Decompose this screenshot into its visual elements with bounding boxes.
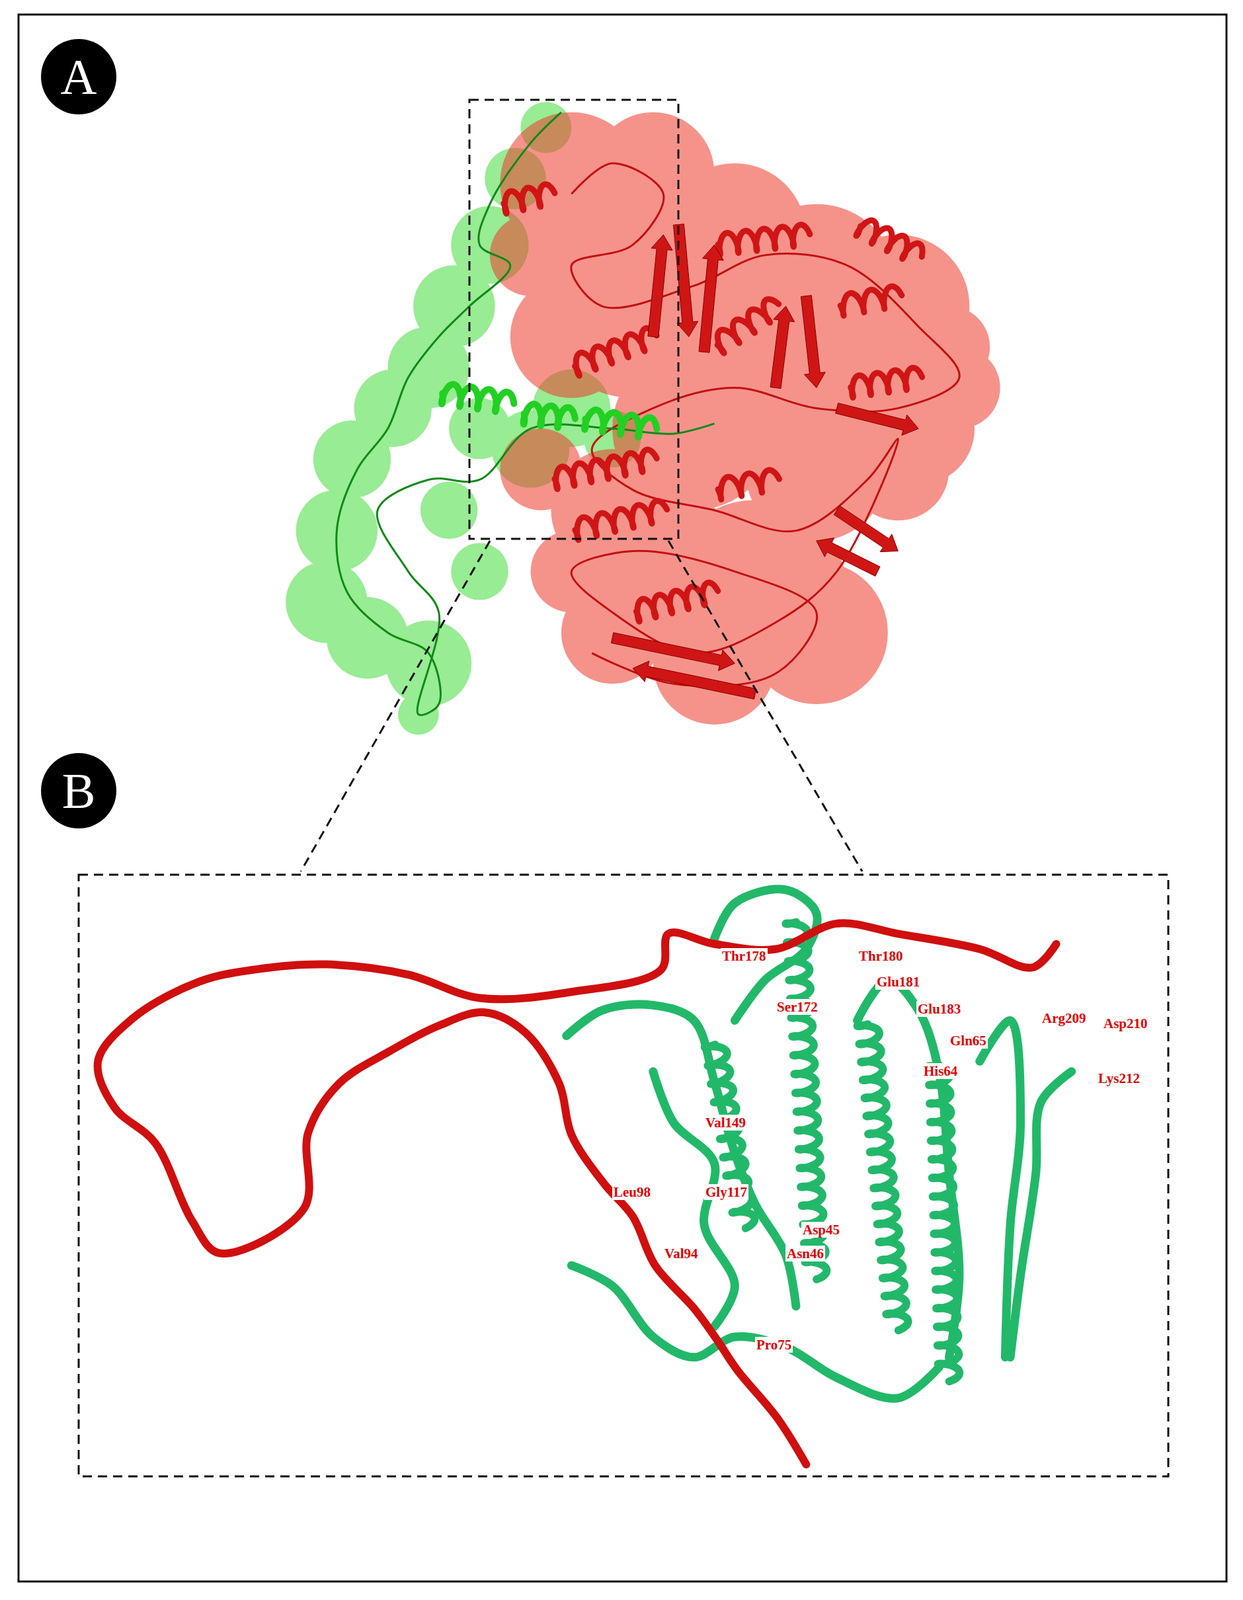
surface-blob [450,542,508,600]
residue-label: Val94 [663,1245,700,1262]
beta-strand [698,244,724,353]
ligand-tube [857,979,960,1358]
beta-strand [632,661,757,700]
alpha-helix [636,582,718,622]
beta-strand [673,224,698,338]
receptor-surface [489,112,1001,725]
beta-strand [610,632,735,672]
residue-label: Glu183 [916,1001,963,1017]
alpha-helix [718,224,810,256]
receptor-tube [97,922,1057,1465]
interface-tubes [97,889,1072,1465]
alpha-helix [718,470,780,500]
alpha-helix [856,220,923,259]
alpha-helix [840,286,902,317]
beta-strand [770,306,795,389]
zoom-guide [300,540,490,872]
ligand-tube [571,1265,939,1399]
ligand-helix-tube [857,1024,909,1331]
residue-label: Val149 [704,1114,748,1131]
residue-label: Ser172 [775,999,820,1015]
residue-label: Glu181 [875,973,922,990]
residue-label: Leu98 [612,1184,652,1201]
panel-badge [40,753,117,829]
outer-frame [18,14,1227,1582]
beta-strand [835,403,919,436]
residue-label: Asp45 [801,1221,842,1238]
alpha-helix [575,327,657,376]
backbone-coil [571,163,960,687]
residue-label: Gly117 [704,1184,749,1201]
alpha-helix [575,501,668,541]
residue-label: Lys212 [1096,1070,1142,1087]
beta-strand [833,505,898,553]
residue-label: Thr178 [720,948,768,964]
cartoon-a [336,112,960,716]
residue-label: Pro75 [755,1336,793,1353]
alpha-helix [503,184,555,214]
ligand-tube [1010,1071,1072,1358]
surface-blob [489,214,572,296]
residue-label: Asp210 [1102,1015,1150,1032]
ligand-helix [441,384,514,412]
residue-label: Thr180 [857,948,905,964]
residue-label: His64 [922,1063,959,1080]
zoom-panel [78,874,1169,1477]
beta-strand [647,234,673,338]
surface-blob [313,420,391,498]
panel-label: A [60,51,98,102]
zoom-guide [668,540,863,872]
ligand-helix-tube [928,1065,960,1382]
panel-label: B [62,765,96,816]
alpha-helix [554,449,657,490]
surface-blob [385,620,472,707]
ligand-helix-tube [704,1044,756,1229]
residue-label: Asn46 [785,1245,826,1262]
beta-strand [816,538,881,577]
panel-badge [40,39,117,115]
alpha-helix [717,298,779,354]
ligand-tube [566,1004,797,1307]
alpha-helix [850,367,923,398]
ligand-helix [584,409,657,438]
beta-strand [800,295,826,389]
residue-label: Gln65 [948,1032,988,1049]
ligand-backbone [336,112,715,716]
ligand-helix [523,403,576,428]
zoom-box [469,99,679,539]
residue-label: Arg209 [1040,1010,1088,1027]
